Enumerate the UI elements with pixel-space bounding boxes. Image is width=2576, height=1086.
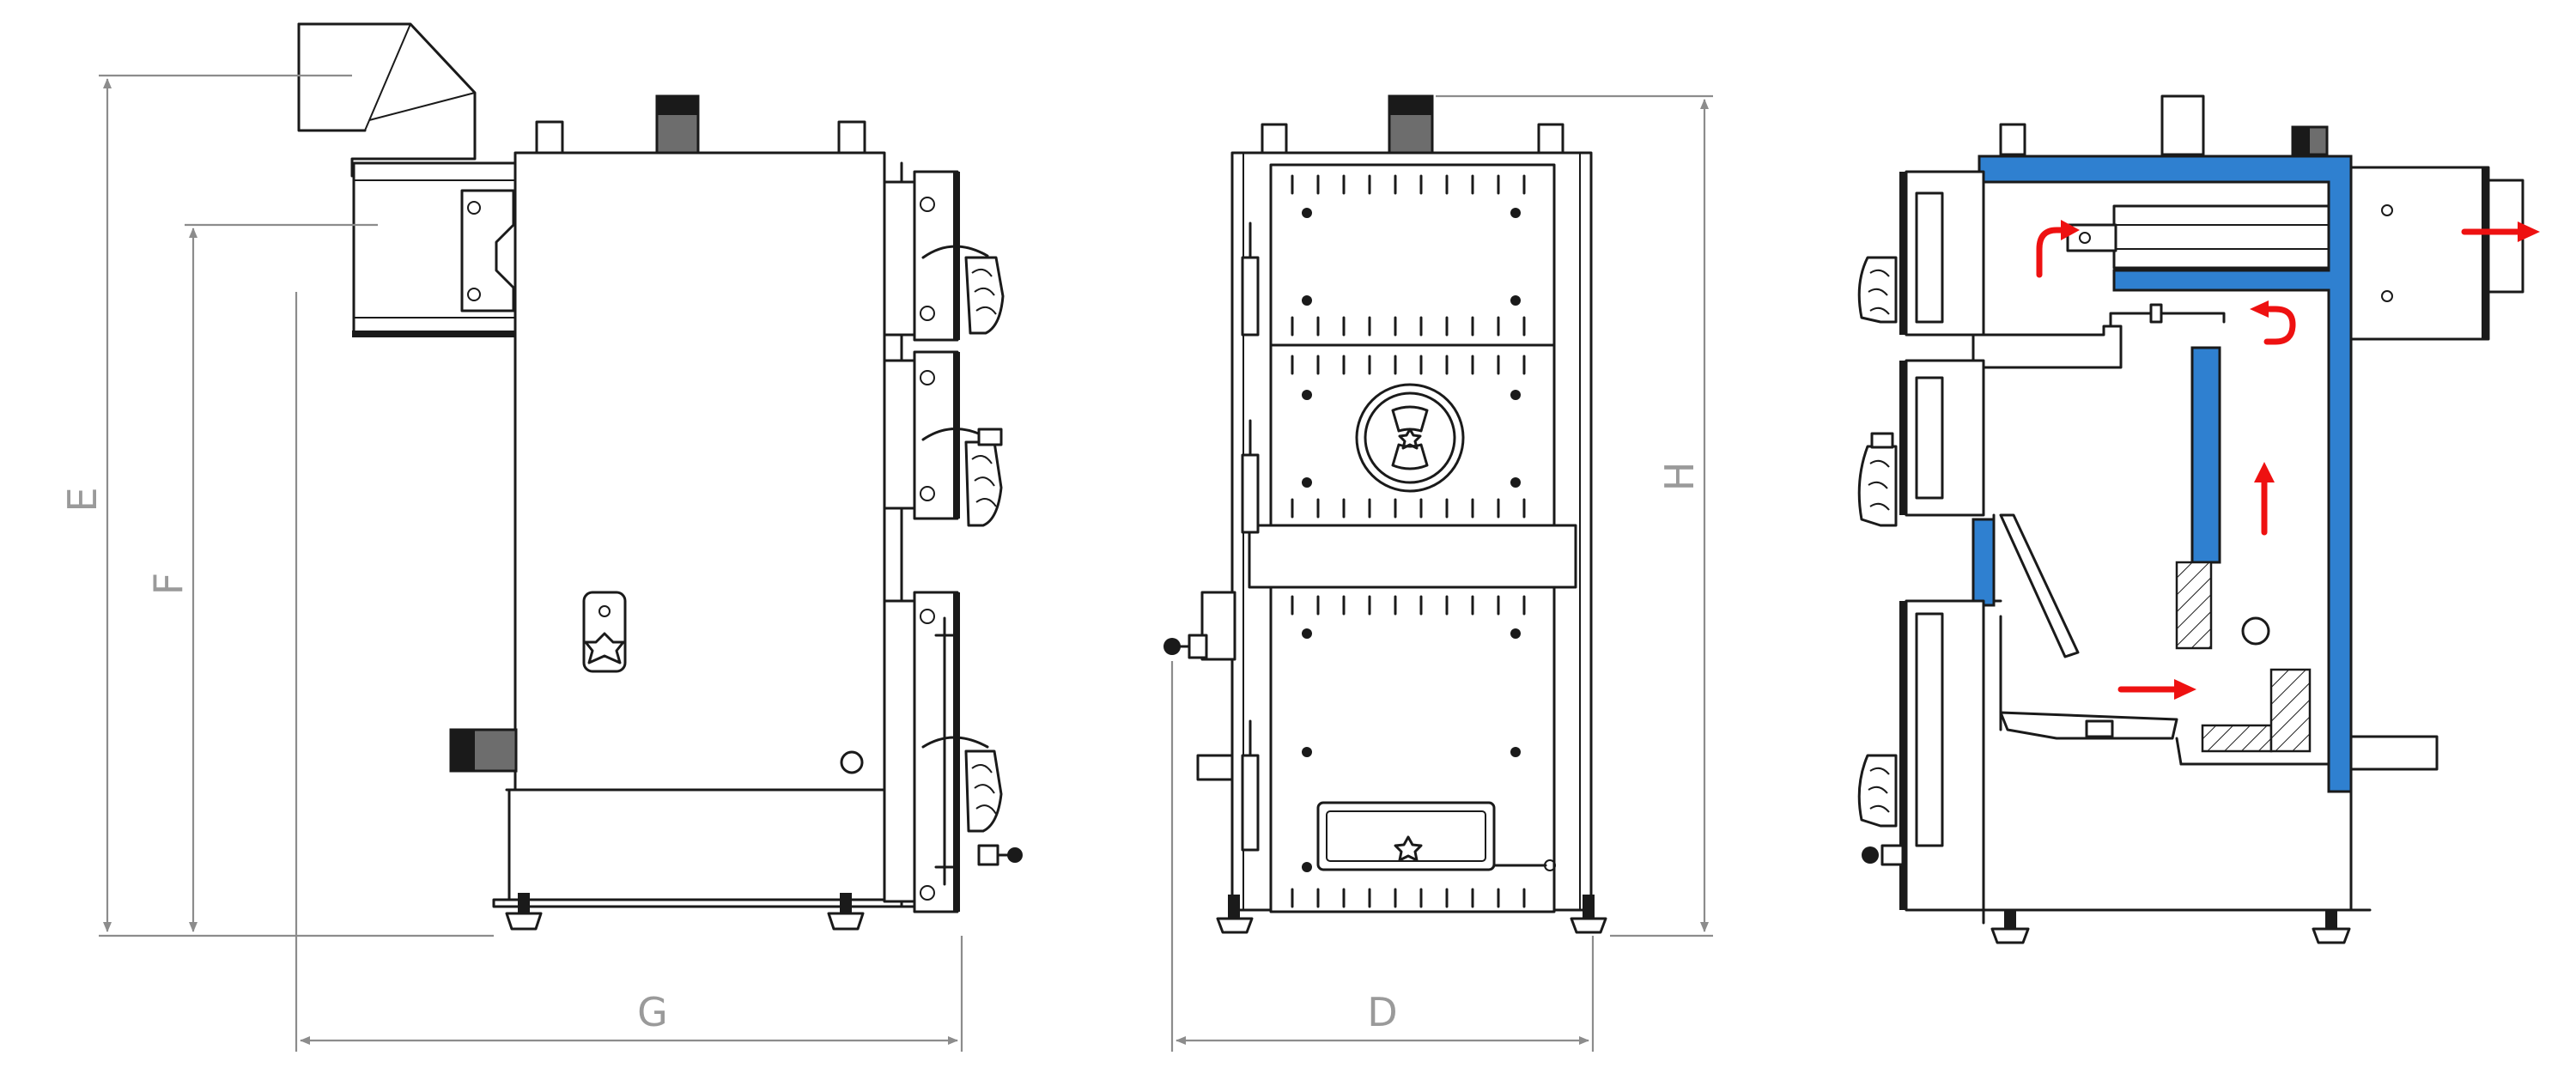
section-foot-right-stem [2325, 910, 2337, 929]
section-foot-left-stem [2004, 910, 2016, 929]
dimension-h: H [1436, 94, 1713, 937]
front-door-upper [1269, 163, 1556, 349]
air-regulator-knob-icon [582, 591, 627, 673]
flow-arrow-icon [2461, 221, 2540, 242]
section-foot-right [2312, 927, 2351, 944]
air-regulator-knob-icon [1862, 844, 1905, 866]
front-view: H D [1163, 94, 1713, 1052]
section-flue-box [2349, 166, 2490, 341]
water-jacket-top [1978, 155, 2353, 793]
dimension-d: D [1170, 661, 1595, 1052]
dimension-f: F [145, 223, 378, 932]
door-handle-icon [921, 245, 1005, 335]
air-regulator-knob-icon [1163, 591, 1236, 781]
foot-left [505, 893, 543, 931]
door-handle-icon [1857, 754, 1898, 828]
air-regulator-knob-icon [977, 844, 1023, 866]
dimension-label-e: E [59, 487, 106, 512]
firebrick-back [2269, 668, 2312, 753]
flow-arrow-icon [2250, 300, 2296, 345]
flow-arrow-icon [2254, 462, 2275, 536]
section-flue-outlet [2487, 179, 2524, 294]
outlet-flange [460, 189, 515, 312]
dimension-label-f: F [145, 573, 191, 595]
flow-arrow-icon [2036, 220, 2080, 278]
water-jacket-left [1971, 518, 1996, 607]
top-pipe-left [535, 120, 564, 155]
front-door-lower [1269, 585, 1556, 913]
flue-outlet-base [352, 331, 519, 337]
front-rail [1248, 524, 1577, 589]
firebrick-low [2201, 724, 2273, 753]
inner-wall-bottom [2175, 561, 2213, 650]
dimension-label-g: G [637, 989, 668, 1035]
upper-baffle [1971, 325, 2123, 369]
top-pipe-right [837, 120, 866, 155]
side-inspection-port [840, 750, 864, 774]
door-upper-side [883, 170, 960, 342]
front-foot-left [1216, 917, 1254, 934]
flow-arrow-icon [2117, 679, 2196, 700]
section-return-pipe [2349, 735, 2439, 771]
dimension-g: G [295, 292, 963, 1052]
side-view: E F G [59, 22, 1023, 1052]
front-foot-right [1570, 917, 1607, 934]
front-foot-left-stem [1228, 895, 1240, 919]
dimension-label-h: H [1656, 462, 1703, 492]
dimension-e: E [59, 74, 494, 937]
ash-pan-slot [1316, 801, 1496, 871]
door-middle-side [883, 350, 1003, 527]
heat-exchanger-tubes [2112, 204, 2330, 270]
dimension-label-d: D [1367, 989, 1397, 1035]
section-inspection-port [2241, 616, 2270, 646]
air-deflector [1999, 513, 2080, 658]
foot-right [827, 893, 865, 931]
front-top-pipe-left [1261, 123, 1288, 155]
door-handle-icon [1857, 432, 1898, 527]
boiler-body-side [513, 151, 886, 792]
front-foot-right-stem [1583, 895, 1595, 919]
section-top-pipe-center [2160, 94, 2205, 156]
flue-elbow-icon [297, 22, 477, 178]
door-handle-icon [1857, 256, 1898, 324]
section-top-pipe-left [1999, 123, 2026, 156]
front-door-middle [1269, 343, 1556, 527]
door-lower-side [883, 591, 1023, 913]
water-jacket-inner [2190, 346, 2221, 564]
front-top-pipe-right [1537, 123, 1564, 155]
section-foot-left [1990, 927, 2030, 944]
section-view [1857, 94, 2540, 944]
front-hinges [1241, 221, 1260, 852]
